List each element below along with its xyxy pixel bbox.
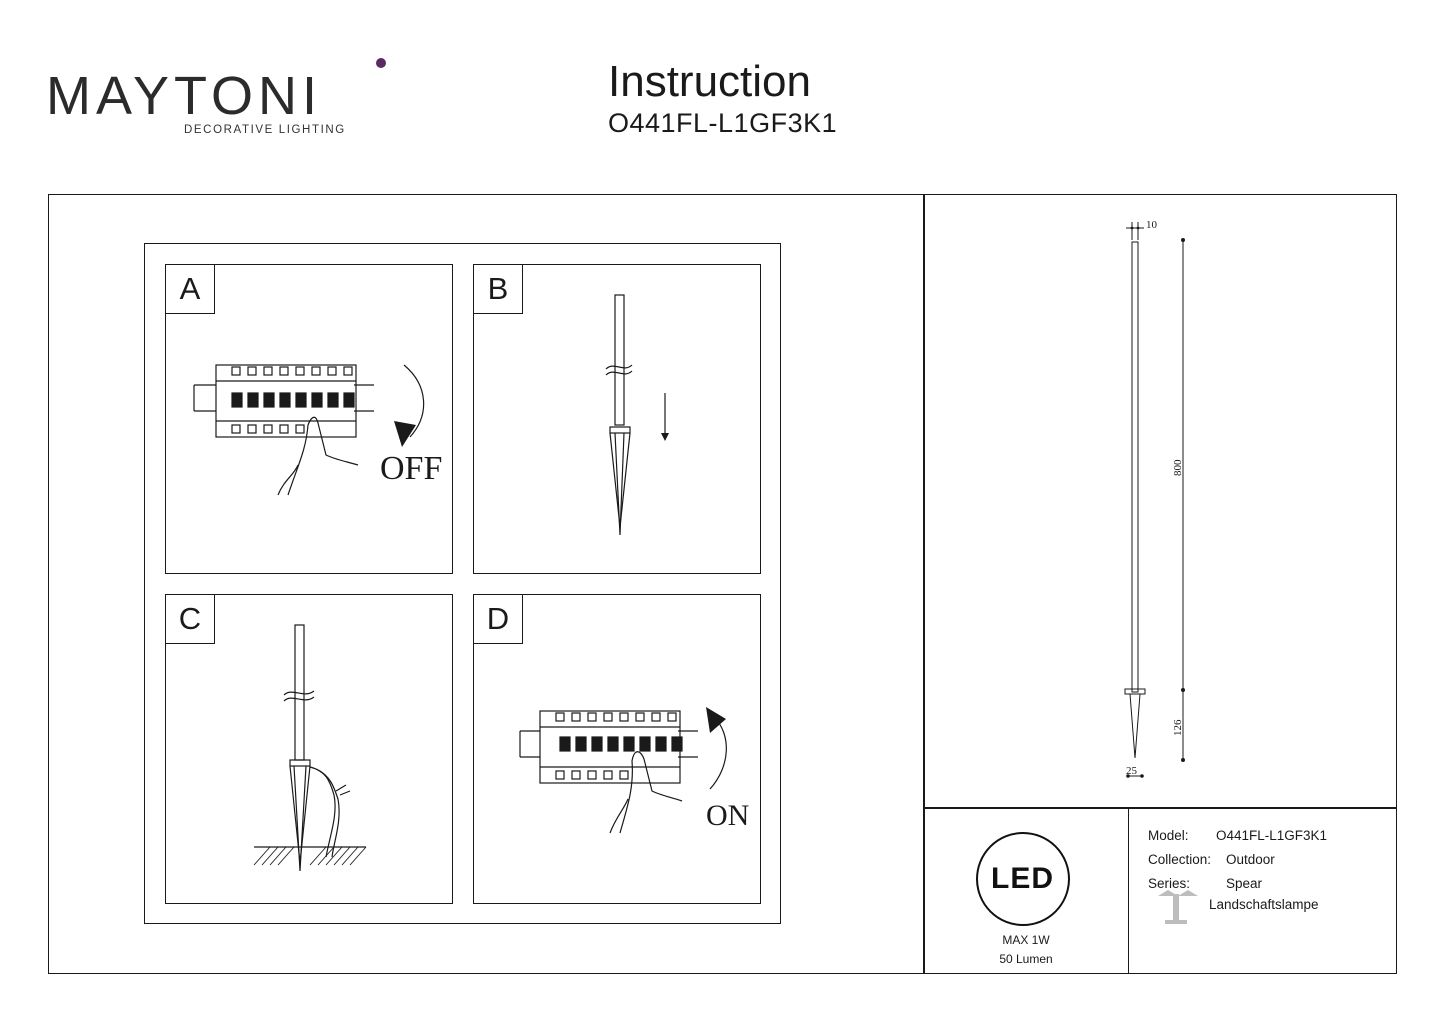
- step-panel-b: B: [473, 264, 761, 574]
- spear-lamp-insert-icon: [605, 294, 669, 536]
- brand-logo: MAYTONI DECORATIVE LIGHTING: [46, 58, 386, 140]
- breaker-panel-icon: ON: [519, 707, 749, 834]
- model-number: O441FL-L1GF3K1: [608, 108, 838, 138]
- led-badge: LED: [976, 832, 1070, 926]
- frame-divider-horizontal: [924, 807, 1397, 809]
- step-panel-c: C: [165, 594, 453, 904]
- dimension-drawing: 10 25 800 126: [1124, 219, 1185, 778]
- brand-name: MAYTONI: [46, 66, 323, 126]
- series-value: Spear: [1226, 876, 1263, 891]
- spear-lamp-ground-wire-icon: [253, 624, 367, 872]
- frame-divider: [923, 194, 925, 974]
- lamp-pole: [1131, 241, 1139, 693]
- series-label: Series:: [1148, 876, 1191, 891]
- dimension-top: 10: [1146, 219, 1158, 231]
- installation-steps: OFF A B: [144, 243, 781, 924]
- main-frame: [48, 194, 1397, 974]
- dimension-spike: 126: [1172, 719, 1184, 736]
- spec-max-power: MAX 1W: [1002, 933, 1050, 947]
- page-title: Instruction: [608, 57, 811, 106]
- step-label-a: A: [165, 264, 215, 314]
- brand-tagline: DECORATIVE LIGHTING: [184, 124, 346, 136]
- spec-lumen: 50 Lumen: [999, 952, 1053, 966]
- collection-value: Outdoor: [1226, 852, 1275, 867]
- dimension-height: 800: [1172, 459, 1184, 476]
- step-panel-d: ON D: [473, 594, 761, 904]
- collection-label: Collection:: [1148, 852, 1212, 867]
- step-label-b: B: [473, 264, 523, 314]
- step-panel-a: OFF A: [165, 264, 453, 574]
- step-d-caption: ON: [706, 799, 749, 832]
- step-label-c: C: [165, 594, 215, 644]
- info-divider: [1128, 807, 1130, 974]
- breaker-panel-icon: OFF: [193, 364, 442, 496]
- landscape-lamp-icon: [1158, 890, 1198, 924]
- led-badge-text: LED: [991, 862, 1054, 895]
- step-label-d: D: [473, 594, 523, 644]
- type-value: Landschaftslampe: [1209, 897, 1319, 912]
- model-label: Model:: [1148, 828, 1189, 843]
- dimension-base: 25: [1126, 765, 1138, 777]
- model-value: O441FL-L1GF3K1: [1216, 828, 1328, 843]
- step-a-caption: OFF: [380, 450, 442, 487]
- brand-accent-dot: [376, 58, 386, 68]
